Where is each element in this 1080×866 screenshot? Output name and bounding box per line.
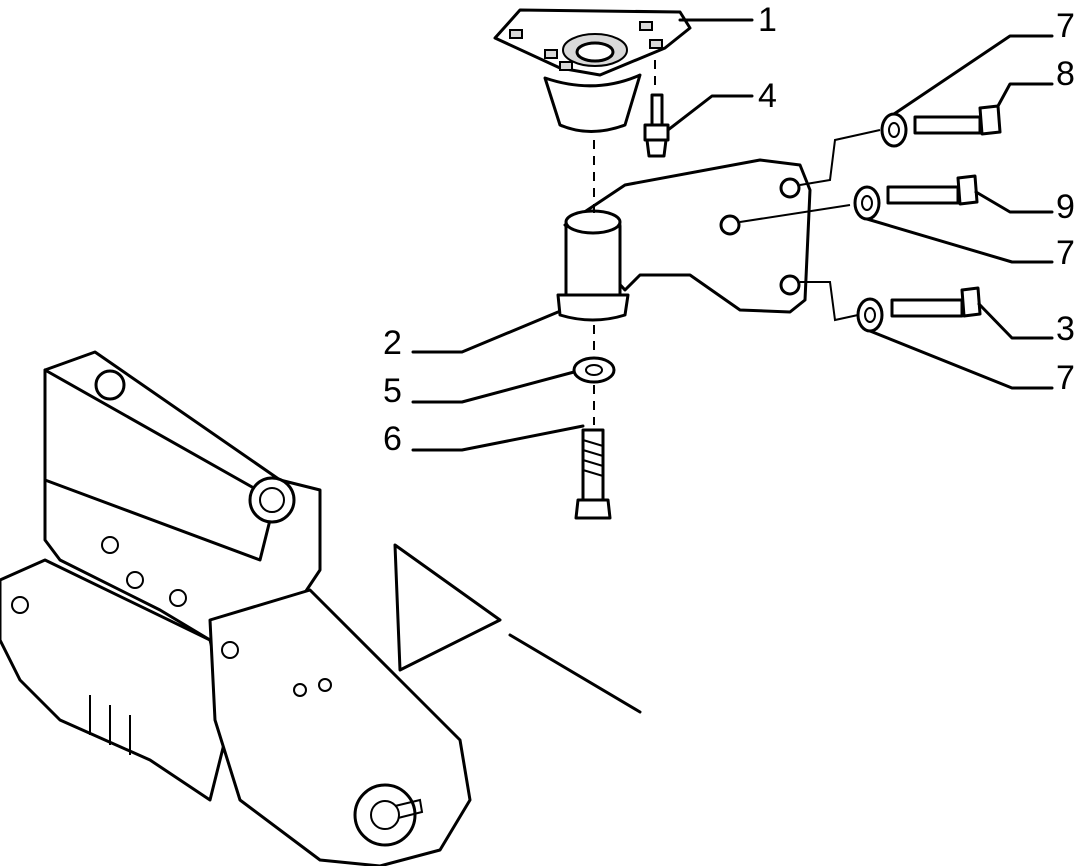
callout-2: 2 <box>383 324 402 362</box>
callout-7-middle: 7 <box>1056 234 1075 272</box>
callout-7-bottom: 7 <box>1056 359 1075 397</box>
part-9-bolt <box>886 174 979 206</box>
engine-assembly-illustration <box>0 350 472 866</box>
callout-1: 1 <box>758 1 777 39</box>
callout-6: 6 <box>383 420 402 458</box>
callout-9: 9 <box>1056 188 1075 226</box>
part-1-upper-mount <box>493 8 692 133</box>
part-5-washer <box>572 356 616 384</box>
part-8-bolt <box>913 104 1002 136</box>
assembly-axis-lines <box>593 60 881 425</box>
part-3-bolt <box>890 286 982 318</box>
part-2-bracket <box>556 158 812 322</box>
location-pointer <box>393 543 642 714</box>
callout-4: 4 <box>758 77 777 115</box>
callout-8: 8 <box>1056 55 1075 93</box>
part-4-stud <box>643 93 670 158</box>
callout-7-top: 7 <box>1056 7 1075 45</box>
part-6-long-bolt <box>574 428 612 520</box>
leader-lines <box>411 18 1054 452</box>
callout-3: 3 <box>1056 310 1075 348</box>
callout-5: 5 <box>383 372 402 410</box>
callout-labels: 1 4 7 8 9 7 2 3 5 7 6 <box>383 1 1075 458</box>
part-7-washers <box>853 112 908 333</box>
